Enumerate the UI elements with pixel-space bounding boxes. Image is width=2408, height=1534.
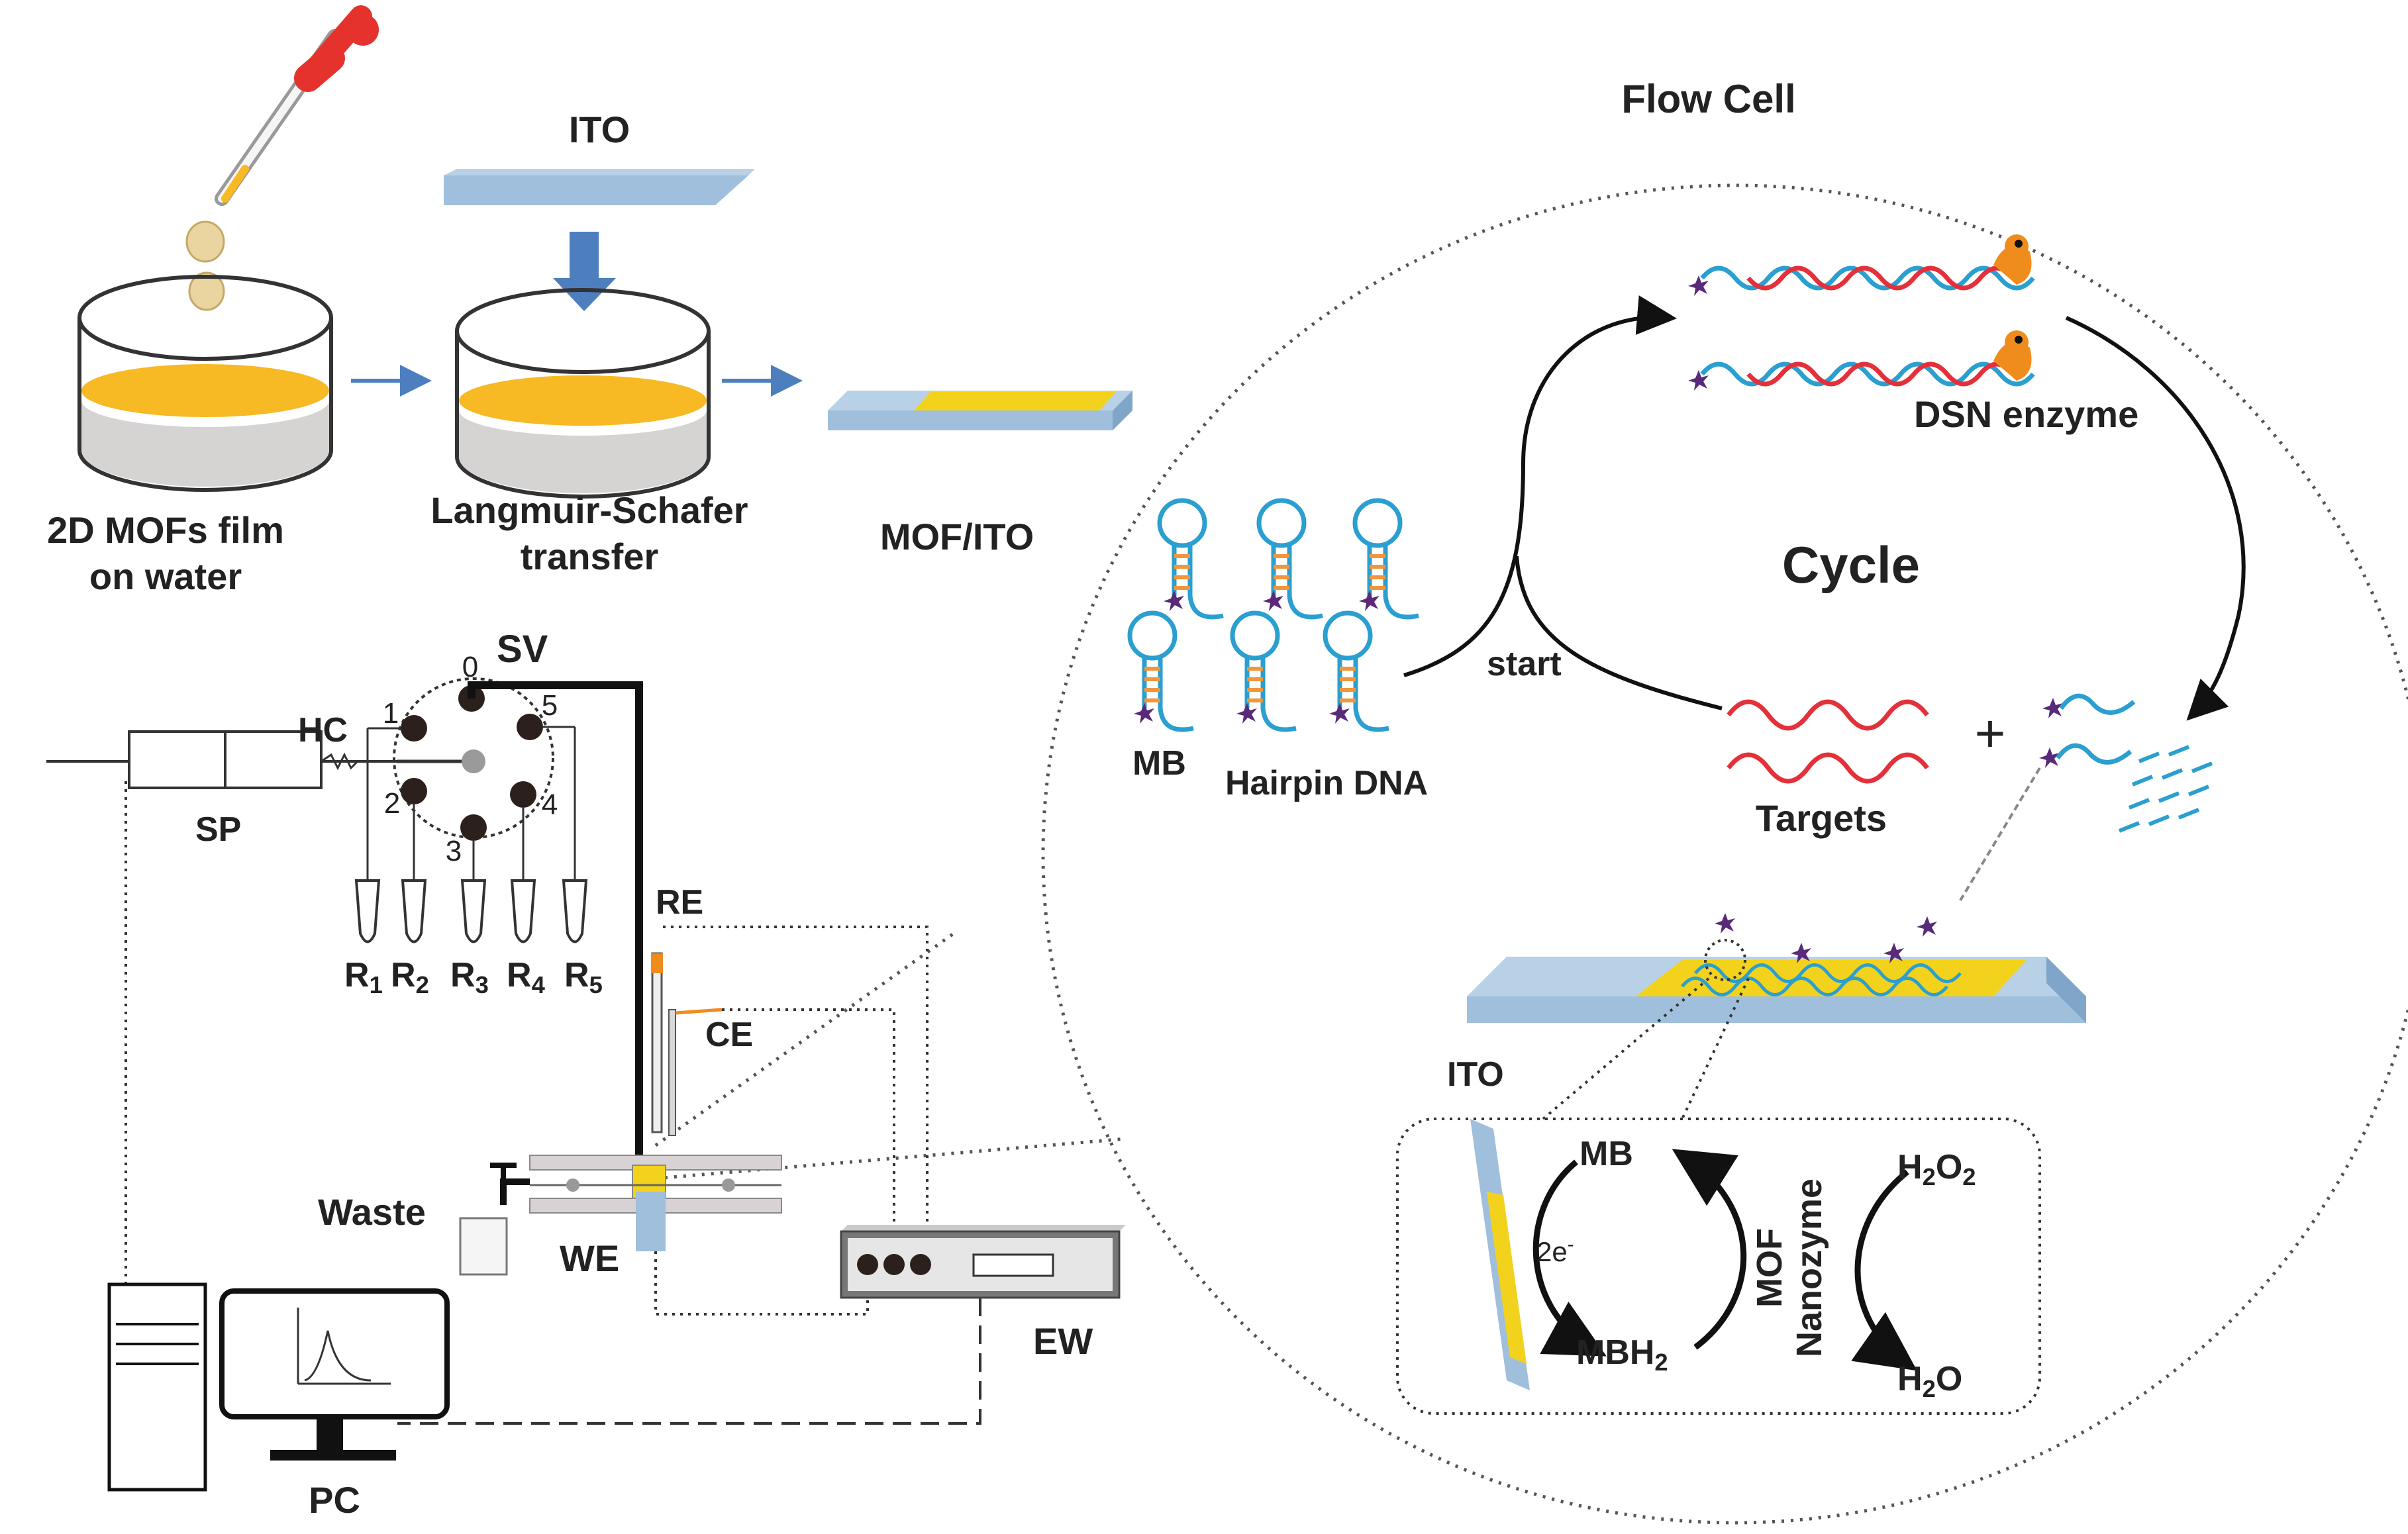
ls-caption-line1: Langmuir-Schafer <box>430 489 748 531</box>
dropper-icon <box>215 5 379 206</box>
target-dna-group <box>1727 699 1929 784</box>
cycle-label: Cycle <box>1782 536 1920 594</box>
sp-label: SP <box>195 810 241 849</box>
cleavage-arrow <box>2065 316 2246 721</box>
hc-label: HC <box>298 711 348 749</box>
reagent-r4-label: R4 <box>507 956 546 998</box>
waste-tap <box>490 1163 530 1205</box>
waste-label: Waste <box>318 1191 426 1233</box>
reagent-lines <box>366 726 576 884</box>
ce-label: CE <box>705 1016 753 1054</box>
mbh2-label: MBH2 <box>1576 1333 1668 1376</box>
reagent-r2-label: R2 <box>391 956 429 998</box>
mb-label: MB <box>1132 744 1186 783</box>
computer-tower-icon <box>107 1282 207 1492</box>
dish-langmuir <box>455 288 711 499</box>
pc-label: PC <box>309 1479 360 1521</box>
nanozyme-label: Nanozyme <box>1789 1178 1829 1357</box>
carrier-line <box>468 681 643 1165</box>
start-arrow <box>1403 295 1677 677</box>
flow-cell-title: Flow Cell <box>1621 77 1795 121</box>
electrodes <box>651 952 723 1136</box>
waste-beaker <box>459 1217 508 1276</box>
ew-label: EW <box>1033 1320 1093 1362</box>
electrochemical-workstation <box>840 1225 1126 1299</box>
hairpin-dna-group <box>1130 501 1419 730</box>
port-3-label: 3 <box>446 835 462 867</box>
reagent-r5-label: R5 <box>564 956 603 998</box>
start-label: start <box>1487 645 1562 683</box>
ito-top-label: ITO <box>569 109 630 150</box>
port-4-label: 4 <box>542 789 558 821</box>
port-2-label: 2 <box>384 787 400 820</box>
port-0-label: 0 <box>462 651 478 683</box>
film-caption-line2: on water <box>89 555 242 597</box>
pipette-line <box>1959 767 2041 902</box>
h2o-label: H2O <box>1897 1360 1962 1402</box>
we-label: WE <box>560 1237 619 1279</box>
down-arrow <box>553 232 616 311</box>
h2o2-label: H2O2 <box>1897 1148 1976 1190</box>
electron-label: 2e- <box>1536 1233 1574 1267</box>
reaction-inset <box>1396 1118 2041 1415</box>
dsn-enzyme-icon <box>1993 234 2032 381</box>
duplex-dna-group <box>1688 265 2035 391</box>
flow-cell-device <box>529 1155 782 1251</box>
ls-caption-line2: transfer <box>521 536 659 577</box>
targets-label: Targets <box>1756 797 1887 839</box>
ito-bottom-label: ITO <box>1447 1055 1504 1094</box>
holding-coil <box>321 752 359 771</box>
reagent-r1-label: R1 <box>344 956 383 998</box>
selection-valve <box>393 677 554 841</box>
port-1-label: 1 <box>383 697 399 730</box>
plus-sign: + <box>1975 704 2006 763</box>
dish-mof-film <box>77 275 333 492</box>
zoom-line-2 <box>1681 978 1750 1120</box>
return-arc <box>1515 555 1723 710</box>
reagent-tubes <box>354 879 588 943</box>
reagent-r3-label: R3 <box>450 956 489 998</box>
sv-label: SV <box>497 628 548 671</box>
syringe-pump <box>46 730 397 789</box>
ito-plate-top <box>444 169 755 205</box>
port-5-label: 5 <box>542 689 558 722</box>
mof-label: MOF <box>1750 1228 1789 1308</box>
hairpin-dna-label: Hairpin DNA <box>1225 764 1428 802</box>
mof-ito-slide <box>828 391 1132 430</box>
mof-ito-caption: MOF/ITO <box>880 516 1034 557</box>
mb-reactant-label: MB <box>1580 1135 1633 1173</box>
cleaved-fragments <box>2039 693 2213 833</box>
flow-cell-boundary <box>654 183 2408 1525</box>
film-caption-line1: 2D MOFs film <box>47 509 284 551</box>
dsn-enzyme-label: DSN enzyme <box>1914 393 2138 435</box>
re-label: RE <box>656 883 703 922</box>
electrode-surface <box>1467 913 2086 1023</box>
monitor-icon <box>219 1288 450 1461</box>
